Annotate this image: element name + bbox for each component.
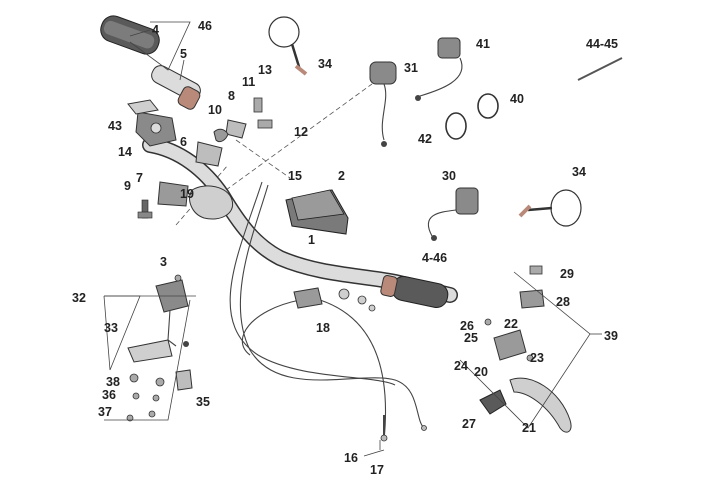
callout-27: 27 xyxy=(462,417,476,431)
callout-38: 38 xyxy=(106,375,120,389)
callout-3: 3 xyxy=(160,255,167,269)
callout-18: 18 xyxy=(316,321,330,335)
callout-12: 12 xyxy=(294,125,308,139)
callout-4-46: 4-46 xyxy=(422,251,447,265)
wrench-tool xyxy=(577,57,623,81)
callout-43: 43 xyxy=(108,119,122,133)
handlebar xyxy=(142,137,458,303)
instrument-cluster xyxy=(285,189,349,235)
callout-21: 21 xyxy=(522,421,536,435)
switch-30 xyxy=(427,187,479,241)
callout-34-upper: 34 xyxy=(318,57,332,71)
callout-9: 9 xyxy=(124,179,131,193)
callout-46: 46 xyxy=(198,19,212,33)
mirror-upper xyxy=(268,16,308,76)
callout-13: 13 xyxy=(258,63,272,77)
mirror-lower xyxy=(518,189,582,227)
small-fasteners-upper xyxy=(213,97,273,143)
callout-6: 6 xyxy=(180,135,187,149)
left-switch-housing xyxy=(127,99,177,147)
kill-switch-assembly xyxy=(126,274,193,422)
callout-28: 28 xyxy=(556,295,570,309)
callout-35: 35 xyxy=(196,395,210,409)
right-grip xyxy=(380,275,449,309)
cable-clips xyxy=(445,93,499,140)
callout-25: 25 xyxy=(464,331,478,345)
callout-34-lower: 34 xyxy=(572,165,586,179)
callout-22: 22 xyxy=(504,317,518,331)
callout-42: 42 xyxy=(418,132,432,146)
throttle-and-clutch-cables xyxy=(229,181,427,442)
callout-19: 19 xyxy=(180,187,194,201)
handlebar-clamp-parts xyxy=(137,141,234,220)
callout-32: 32 xyxy=(72,291,86,305)
callout-39: 39 xyxy=(604,329,618,343)
leader-lines xyxy=(103,21,602,457)
callout-10: 10 xyxy=(208,103,222,117)
callout-44-45: 44-45 xyxy=(586,37,618,51)
callout-11: 11 xyxy=(242,75,255,89)
callout-26: 26 xyxy=(460,319,474,333)
callout-23: 23 xyxy=(530,351,544,365)
callout-7: 7 xyxy=(136,171,143,185)
callout-20: 20 xyxy=(474,365,488,379)
callout-24: 24 xyxy=(454,359,468,373)
callout-8: 8 xyxy=(228,89,235,103)
callout-40: 40 xyxy=(510,92,524,106)
callout-14: 14 xyxy=(118,145,132,159)
callout-5: 5 xyxy=(180,47,187,61)
switch-31 xyxy=(369,61,397,147)
callout-15: 15 xyxy=(288,169,302,183)
lever-assembly xyxy=(479,265,572,433)
callout-33: 33 xyxy=(104,321,118,335)
assembly-guide-lines xyxy=(175,83,373,226)
callout-36: 36 xyxy=(102,388,116,402)
callout-1: 1 xyxy=(308,233,315,247)
callout-16: 16 xyxy=(344,451,358,465)
callout-37: 37 xyxy=(98,405,112,419)
callout-30: 30 xyxy=(442,169,456,183)
callout-17: 17 xyxy=(370,463,384,477)
callout-labels: 1 2 3 4 5 6 7 8 9 10 11 12 13 14 15 16 1… xyxy=(72,19,618,477)
callout-29: 29 xyxy=(560,267,574,281)
callout-4: 4 xyxy=(152,23,159,37)
throttle-housing xyxy=(293,287,376,312)
callout-31: 31 xyxy=(404,61,418,75)
callout-41: 41 xyxy=(476,37,490,51)
left-grip xyxy=(100,15,160,55)
throttle-sleeve xyxy=(151,65,201,110)
switch-41 xyxy=(415,37,463,101)
callout-2: 2 xyxy=(338,169,345,183)
